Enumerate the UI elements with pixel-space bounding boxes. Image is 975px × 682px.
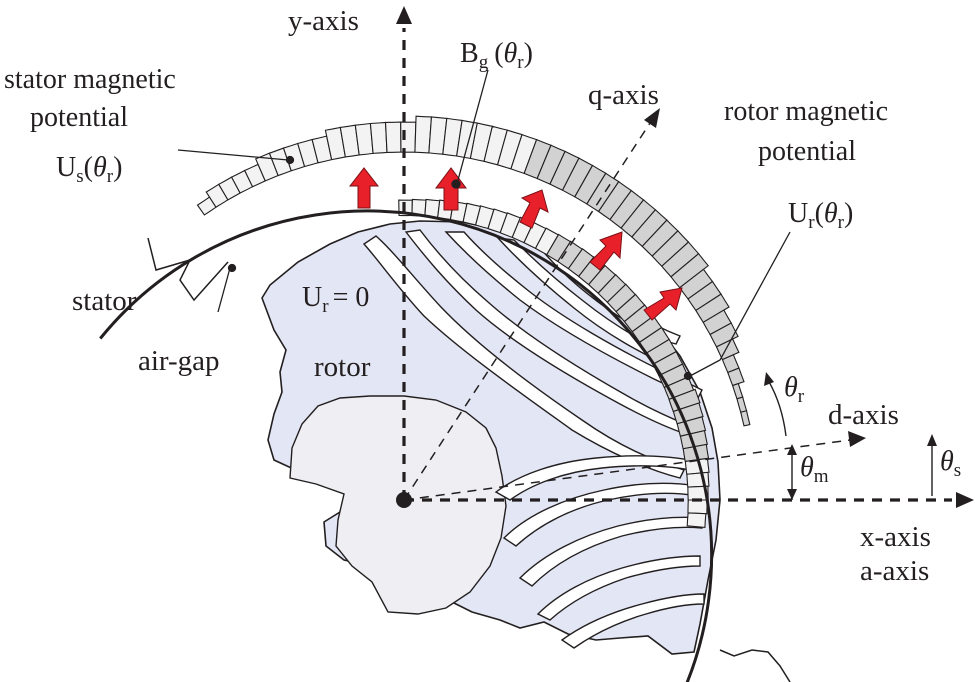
labels: y-axis q-axis d-axis x-axis a-axis stato… <box>4 5 961 587</box>
air-gap-label: air-gap <box>138 345 220 377</box>
flux-arrow-3 <box>519 189 549 229</box>
stator-segment <box>369 121 388 154</box>
flux-arrow-1 <box>348 167 380 209</box>
q-axis-line <box>403 119 653 501</box>
stator-segment <box>736 396 748 413</box>
stator-segment <box>727 367 745 387</box>
x-axis-arrow-icon <box>956 492 974 508</box>
stator-segment <box>695 293 730 324</box>
stator-segment <box>670 252 710 289</box>
rotor-segment <box>686 512 707 528</box>
stator-magnetic-label-line2: potential <box>30 102 128 133</box>
stator-label: stator <box>72 285 137 317</box>
stator-segment <box>731 382 744 400</box>
rotor-magnetic-label-line2: potential <box>758 136 856 167</box>
axes <box>396 6 974 508</box>
theta-m-arrow-top-icon <box>787 444 797 455</box>
rotor-body <box>261 220 721 655</box>
q-axis-label: q-axis <box>588 79 659 111</box>
theta-m-label: θm <box>800 452 829 487</box>
y-axis-arrow-icon <box>396 6 412 24</box>
leader-lines <box>177 69 791 381</box>
theta-m-arrow-bottom-icon <box>787 489 797 500</box>
stator-segment <box>384 121 402 153</box>
x-axis-label: x-axis <box>860 521 931 553</box>
rotor-segment <box>679 429 708 450</box>
d-axis-line <box>403 439 851 501</box>
angle-markers <box>764 372 937 500</box>
flux-arrow-5 <box>643 287 683 321</box>
theta-r-arc <box>767 379 787 437</box>
stator-magnetic-label-line1: stator magnetic <box>4 64 176 95</box>
us-label: Us(θr) <box>56 152 122 187</box>
flux-density-arrows <box>348 167 683 321</box>
theta-r-arrow-icon <box>764 372 774 386</box>
rotor-label: rotor <box>314 351 371 383</box>
rotor-magnetic-label-line1: rotor magnetic <box>724 96 888 127</box>
rotor-segment <box>676 416 707 437</box>
flux-arrow-4 <box>589 231 623 271</box>
stator-bore <box>99 209 714 682</box>
ur-zero-label: Ur= 0 <box>302 282 369 317</box>
stator-segment <box>740 410 751 427</box>
a-axis-label: a-axis <box>860 555 929 587</box>
origin-dot <box>396 492 412 508</box>
theta-s-label: θs <box>940 446 961 481</box>
q-axis-arrow-icon <box>644 108 660 128</box>
rotor-segment <box>687 499 708 515</box>
stator-segment <box>709 322 739 348</box>
d-axis-label: d-axis <box>828 399 899 431</box>
stator-outline <box>147 237 791 682</box>
theta-s-arrow-icon <box>927 434 937 446</box>
ur-theta-label: Ur(θr) <box>788 198 853 233</box>
d-axis-arrow-icon <box>848 431 866 447</box>
theta-r-label: θr <box>784 372 805 407</box>
stator-potential-segments <box>196 115 751 427</box>
y-axis-label: y-axis <box>288 5 359 37</box>
bg-label: Bg(θr) <box>460 38 533 73</box>
